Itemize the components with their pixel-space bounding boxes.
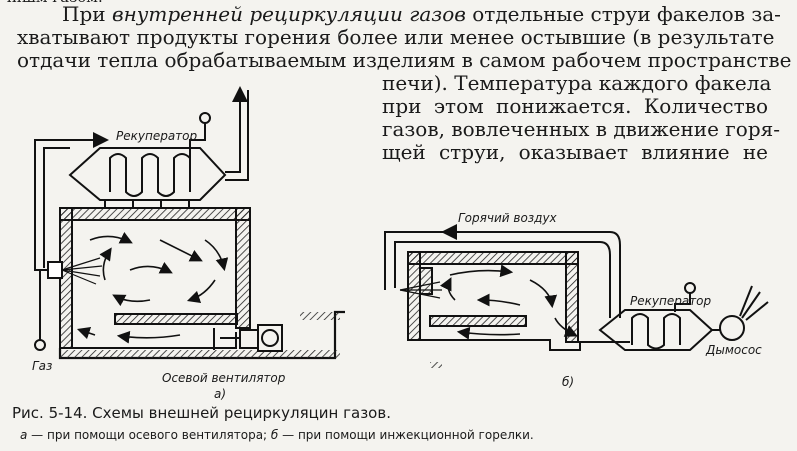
diagram-b-letter: б) bbox=[562, 375, 574, 389]
diagram-a-letter: а) bbox=[214, 387, 226, 401]
caption-b-mark: б bbox=[270, 428, 279, 442]
hot-air-label: Горячий воздух bbox=[458, 211, 558, 225]
axial-fan bbox=[213, 324, 283, 352]
paragraph-line-7: щей струи, оказывает влияние не bbox=[382, 140, 768, 164]
furnace-b-walls bbox=[407, 251, 630, 351]
paragraph-line-6: газов, вовлеченных в движение горя- bbox=[382, 117, 781, 141]
recuperator-a-label: Рекуператор bbox=[116, 129, 198, 143]
smoke-exhauster-label: Дымосос bbox=[705, 343, 762, 357]
diagram-b-injection-burner bbox=[384, 224, 769, 368]
paragraph-line-2: хватывают продукты горения более или мен… bbox=[17, 25, 775, 49]
caption-a-mark: а bbox=[20, 428, 28, 442]
header-fragment: чишм газом. bbox=[2, 0, 103, 9]
smoke-exhauster bbox=[712, 285, 769, 341]
hot-air-loop bbox=[384, 231, 621, 318]
paragraph-line-3: отдачи тепла обрабатываемым изделиям в с… bbox=[17, 48, 792, 72]
line-1-post: отдельные струи факелов за- bbox=[465, 2, 781, 26]
recuperator-a bbox=[68, 112, 227, 208]
paragraph-line-5: при этом понижается. Количество bbox=[382, 94, 768, 118]
line-1-pre: При bbox=[62, 2, 112, 26]
paragraph-line-4: печи). Температура каждого факела bbox=[382, 71, 772, 95]
figure-caption-legend: а — при помощи осевого вентилятора; б — … bbox=[20, 428, 534, 442]
axial-fan-label: Осевой вентилятор bbox=[162, 371, 286, 385]
chimney-a bbox=[225, 86, 248, 173]
circulation-arrows-b bbox=[439, 264, 578, 340]
figure-caption-title: Рис. 5-14. Схемы внешней рециркуляцин га… bbox=[12, 404, 391, 422]
diagram-a-axial-fan bbox=[34, 86, 345, 360]
caption-a-text: — при помощи осевого вентилятора; bbox=[27, 428, 271, 442]
furnace-a-walls bbox=[58, 207, 345, 360]
recuperator-b-label: Рекуператор bbox=[630, 294, 712, 308]
gas-label: Газ bbox=[32, 359, 52, 373]
paragraph-line-1: При внутренней рециркуляции газов отдель… bbox=[62, 2, 781, 26]
circulation-arrows-a bbox=[76, 231, 229, 344]
line-1-emphasis: внутренней рециркуляции газов bbox=[111, 2, 466, 26]
caption-b-text: — при помощи инжекционной горелки. bbox=[278, 428, 534, 442]
